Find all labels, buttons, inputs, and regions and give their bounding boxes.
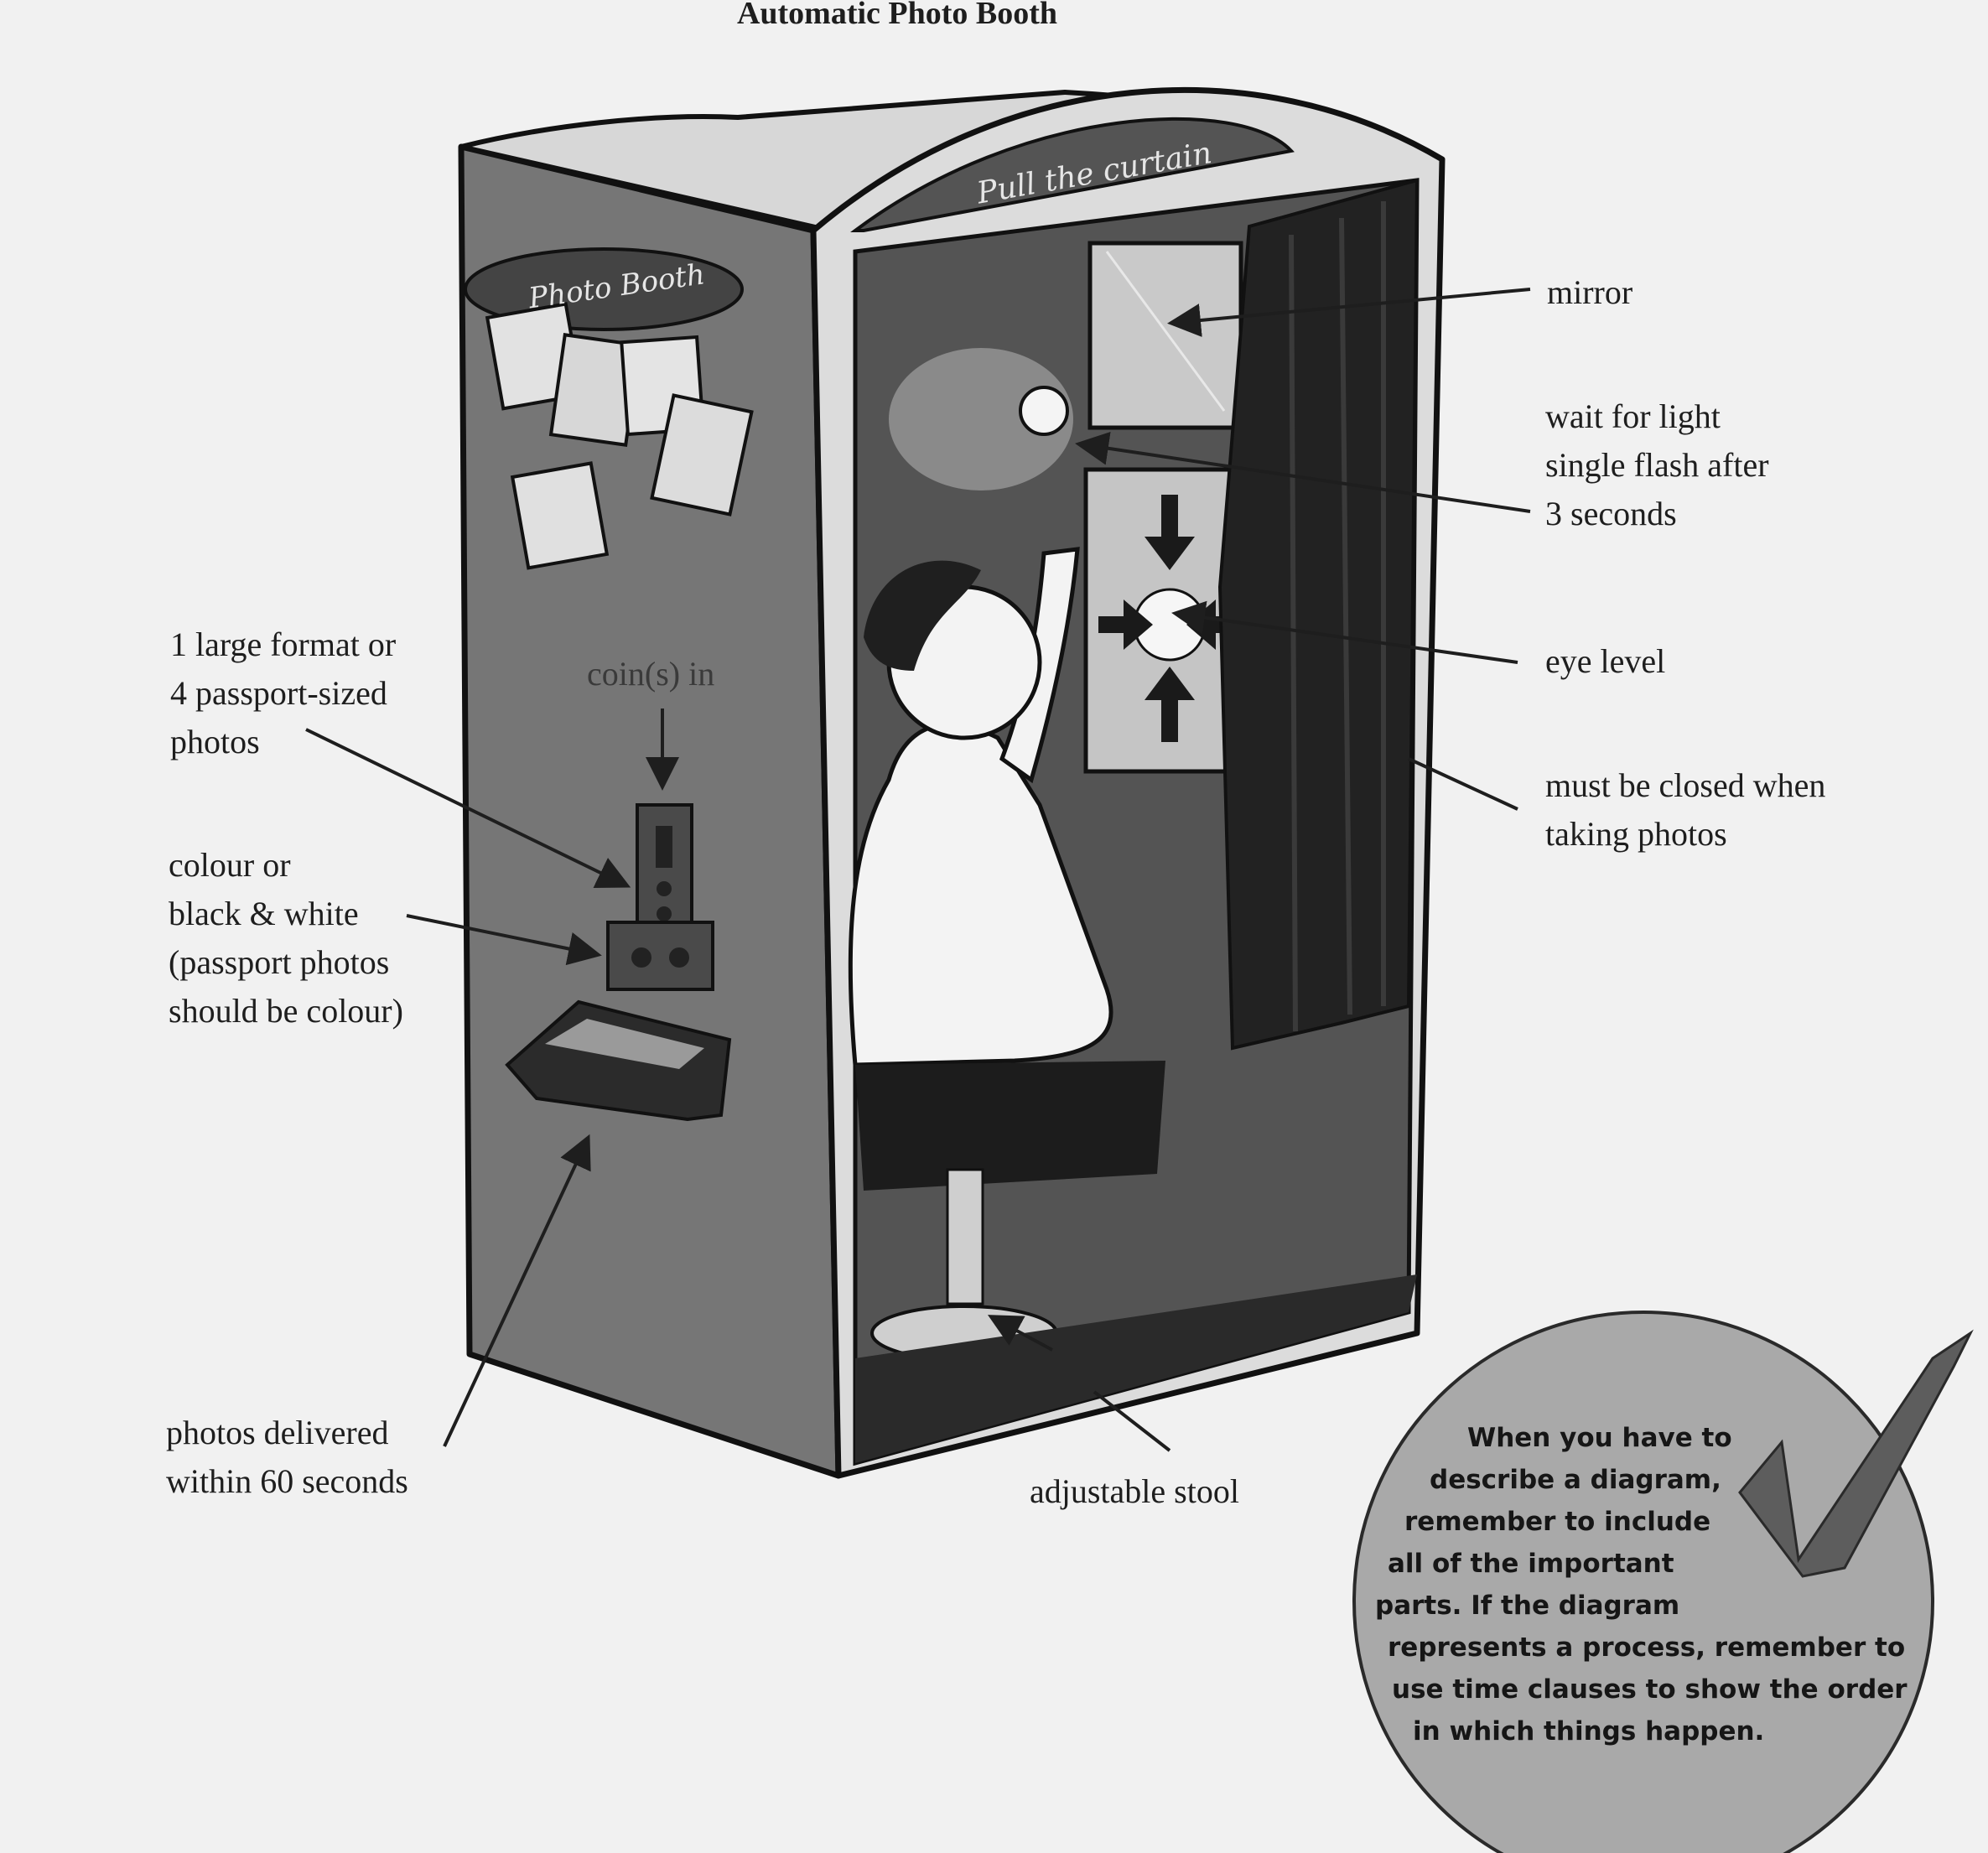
label-mirror: mirror	[1547, 273, 1633, 311]
label-photos-delivered: photos delivered within 60 seconds	[166, 1414, 408, 1500]
arrow-right-icon	[1098, 600, 1153, 650]
leader-eye-level	[1171, 600, 1518, 664]
label-coin-slot: coin(s) in	[587, 655, 715, 693]
label-adjustable-stool: adjustable stool	[1030, 1472, 1239, 1510]
light-glow	[889, 348, 1073, 490]
front-sign-band	[849, 117, 1295, 232]
tip-text: When you have to describe a diagram, rem…	[1375, 1423, 1908, 1747]
label-wait-for-light: wait for light single flash after 3 seco…	[1545, 397, 1769, 532]
arrow-down-icon	[1145, 495, 1195, 570]
mirror	[1087, 241, 1243, 430]
leader-delivered	[443, 1134, 591, 1447]
checkmark-icon	[1738, 1329, 1974, 1578]
stool-seat	[855, 1061, 1165, 1191]
bw-button[interactable]	[669, 947, 689, 968]
photo-delivery-tray	[505, 999, 732, 1122]
colour-selector[interactable]	[606, 921, 714, 991]
stool-spring	[946, 1168, 984, 1305]
leader-photo-format	[305, 728, 631, 888]
arrow-up-icon	[1145, 667, 1195, 742]
label-curtain: must be closed when taking photos	[1545, 766, 1826, 853]
leader-stool	[1093, 1390, 1171, 1452]
flash-light-icon	[1019, 386, 1069, 436]
leader-curtain	[1408, 757, 1518, 811]
arrow-left-icon	[1186, 600, 1241, 650]
curtain	[1217, 178, 1420, 1051]
label-eye-level: eye level	[1545, 642, 1666, 680]
diagram-title: Automatic Photo Booth	[736, 0, 1058, 31]
leader-stool-base	[987, 1315, 1053, 1352]
leader-mirror	[1167, 288, 1531, 337]
leader-light	[1075, 431, 1531, 513]
label-colour-option: colour or black & white (passport photos…	[169, 846, 403, 1030]
label-photo-format: 1 large format or 4 passport-sized photo…	[170, 625, 397, 760]
tip-circle	[1352, 1311, 1934, 1853]
colour-button[interactable]	[631, 947, 651, 968]
sample-photos	[485, 302, 754, 570]
leader-colour	[406, 914, 602, 966]
